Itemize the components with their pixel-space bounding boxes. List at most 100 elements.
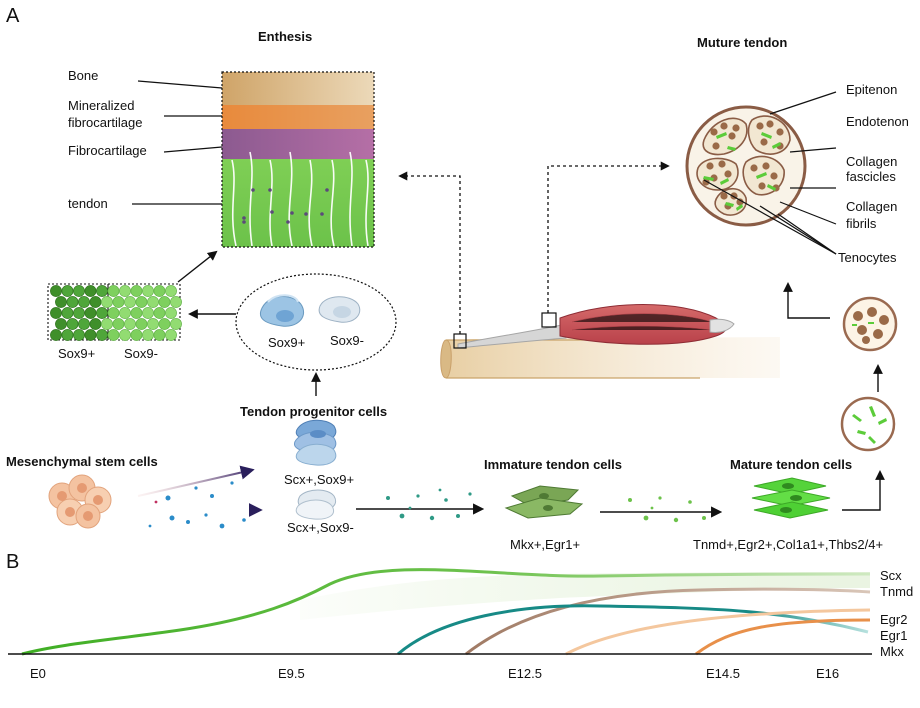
sox9-neg-cell bbox=[130, 329, 143, 341]
sox9-pos-cell bbox=[61, 307, 74, 319]
sox9-neg-cell bbox=[170, 296, 182, 308]
layer-tendon: tendon bbox=[68, 196, 108, 211]
collagen-fibril bbox=[706, 162, 714, 170]
enthesis-leader-lines bbox=[132, 80, 223, 205]
label-collagen-2: Collagen bbox=[846, 199, 897, 214]
gene-egr2: Egr2 bbox=[880, 612, 907, 627]
sox9-pos-cell bbox=[84, 329, 97, 341]
gene-mkx: Mkx bbox=[880, 644, 904, 659]
sox9-pos-cell bbox=[89, 296, 102, 308]
collagen-fibril bbox=[718, 160, 726, 168]
sox-cluster bbox=[47, 283, 182, 341]
layer-bone: Bone bbox=[68, 68, 98, 83]
sox9-neg-cell bbox=[153, 329, 166, 341]
label-epitenon: Epitenon bbox=[846, 82, 897, 97]
arrow-cluster-to-enthesis bbox=[177, 250, 218, 283]
sox9-neg-cell bbox=[165, 285, 177, 297]
sox-left-neg: Sox9- bbox=[124, 346, 158, 361]
sox9-neg-cell bbox=[107, 307, 120, 319]
curve-tnmd bbox=[465, 587, 871, 656]
progenitor-marker-1: Scx+,Sox9+ bbox=[284, 472, 354, 487]
cell-sox9-neg bbox=[318, 296, 361, 323]
sox9-pos-cell bbox=[78, 318, 90, 330]
sox-left-pos: Sox9+ bbox=[58, 346, 95, 361]
sox9-pos-cell bbox=[73, 329, 85, 341]
curve-mkx bbox=[397, 604, 869, 656]
sox9-neg-cell bbox=[147, 318, 159, 330]
expression-timeline bbox=[8, 568, 872, 656]
layer-fibrocartilage: Fibrocartilage bbox=[68, 143, 147, 158]
collagen-fibril bbox=[766, 120, 774, 128]
msc-diverging-arrows bbox=[137, 465, 263, 529]
sox9-neg-cell bbox=[142, 329, 154, 341]
sox9-pos-cell bbox=[61, 285, 74, 297]
collagen-fibril bbox=[762, 162, 770, 170]
curve-scx bbox=[21, 568, 871, 656]
sox9-neg-cell bbox=[170, 318, 182, 330]
sox9-neg-cell bbox=[112, 296, 125, 308]
collagen-fibril bbox=[720, 192, 728, 200]
arrow-immature-to-mature bbox=[600, 496, 723, 523]
fascicle-circle bbox=[842, 296, 898, 352]
collagen-fibril bbox=[770, 172, 778, 180]
progenitor-cells-stack bbox=[294, 419, 337, 466]
sox9-pos-cell bbox=[73, 285, 85, 297]
layer-mineralized: Mineralized bbox=[68, 98, 134, 113]
sox9-neg-cell bbox=[153, 307, 166, 319]
sox9-neg-cell bbox=[119, 307, 131, 319]
sox9-neg-cell bbox=[124, 318, 136, 330]
msc-cells bbox=[48, 474, 112, 529]
tendon-cross-section bbox=[685, 105, 807, 227]
sox9-pos-cell bbox=[89, 318, 102, 330]
mature-cells bbox=[751, 477, 831, 519]
sox9-neg-cell bbox=[135, 318, 148, 330]
sox9-neg-cell bbox=[124, 296, 136, 308]
stage-e0: E0 bbox=[30, 666, 46, 681]
sox9-pos-cell bbox=[66, 296, 79, 308]
immature-markers: Mkx+,Egr1+ bbox=[510, 537, 580, 552]
sox9-neg-cell bbox=[119, 285, 131, 297]
sox9-neg-cell bbox=[107, 329, 120, 341]
gene-scx: Scx bbox=[880, 568, 902, 583]
sox9-pos-cell bbox=[96, 307, 108, 319]
sox9-pos-cell bbox=[61, 329, 74, 341]
mature-title: Mature tendon cells bbox=[730, 457, 852, 472]
sox9-neg-cell bbox=[165, 307, 177, 319]
collagen-fibril bbox=[750, 164, 758, 172]
curve-egr1 bbox=[565, 608, 871, 656]
collagen-fibril bbox=[758, 182, 766, 190]
sox9-neg-cell bbox=[112, 318, 125, 330]
sox9-pos-cell bbox=[84, 307, 97, 319]
sox9-neg-cell bbox=[153, 285, 166, 297]
sox9-neg-cell bbox=[165, 329, 177, 341]
sox9-neg-cell bbox=[130, 285, 143, 297]
progenitor-marker-2: Scx+,Sox9- bbox=[287, 520, 354, 535]
label-endotenon: Endotenon bbox=[846, 114, 909, 129]
panel-a-letter: A bbox=[6, 5, 20, 27]
sox9-pos-cell bbox=[50, 307, 62, 319]
stage-e16: E16 bbox=[816, 666, 839, 681]
collagen-fibril bbox=[720, 122, 728, 130]
sox9-neg-cell bbox=[147, 296, 159, 308]
collagen-fibril bbox=[712, 142, 720, 150]
label-collagen-1: Collagen bbox=[846, 154, 897, 169]
sox9-pos-cell bbox=[96, 285, 108, 297]
collagen-fibril bbox=[732, 124, 740, 132]
sox9-neg-cell bbox=[135, 296, 148, 308]
label-fascicles: fascicles bbox=[846, 169, 896, 184]
immature-cells bbox=[504, 485, 584, 519]
sox9-neg-cell bbox=[158, 318, 171, 330]
sox9-pos-cell bbox=[55, 318, 67, 330]
sox9-pos-cell bbox=[96, 329, 108, 341]
sox9-neg-cell bbox=[119, 329, 131, 341]
arrow-mature-up bbox=[842, 470, 885, 511]
stage-e12-5: E12.5 bbox=[508, 666, 542, 681]
sox9-neg-cell bbox=[101, 318, 113, 330]
collagen-fibril bbox=[724, 170, 732, 178]
sox9-pos-cell bbox=[78, 296, 90, 308]
sox9-neg-cell bbox=[107, 285, 120, 297]
label-tenocytes: Tenocytes bbox=[838, 250, 897, 265]
collagen-fibril bbox=[736, 198, 744, 206]
panel-b-letter: B bbox=[6, 551, 19, 573]
